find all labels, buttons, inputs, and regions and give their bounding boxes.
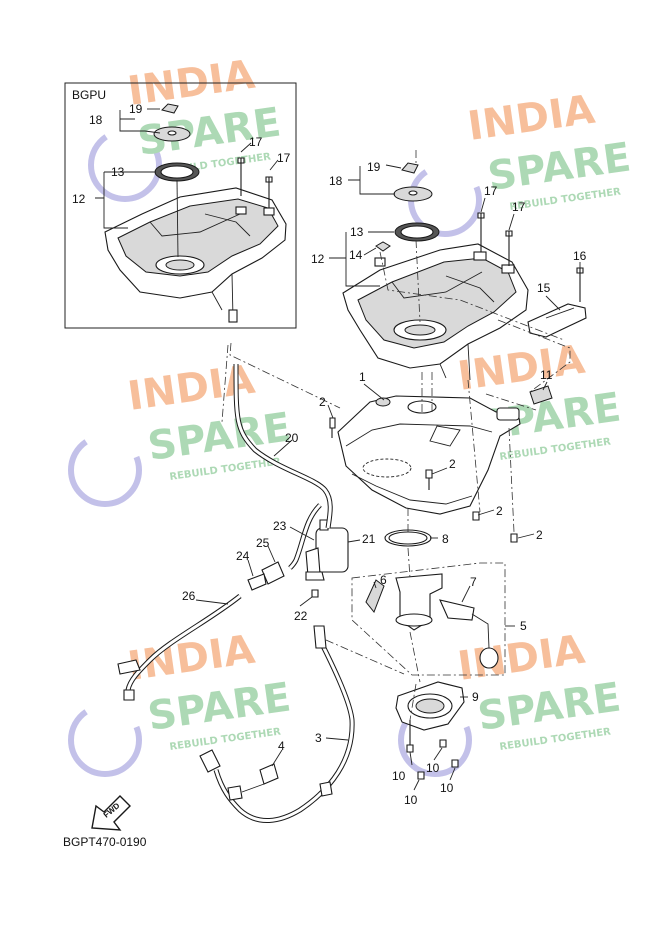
label-23: 23: [273, 519, 287, 533]
watermark-logo: INDIA SPARE REBUILD TOGETHER: [68, 627, 294, 777]
bolt-2b: [425, 469, 433, 490]
bolt-2a: [329, 417, 336, 438]
label-2c: 2: [496, 504, 503, 518]
bolt-16: [576, 267, 584, 302]
label-25: 25: [256, 536, 270, 550]
label-12: 12: [311, 252, 325, 266]
screw-10d: [451, 759, 459, 768]
inset-label-17a: 17: [249, 135, 263, 149]
diagram-reference-code: BGPT470-0190: [63, 835, 147, 849]
inset-label-18: 18: [89, 113, 103, 127]
inset-bolt-17a: [237, 157, 245, 196]
fuel-pump-assembly-5: [351, 562, 506, 676]
fwd-arrow-icon: FWD: [91, 795, 131, 831]
label-10b: 10: [426, 761, 440, 775]
canister-21: [305, 519, 349, 577]
fitting-24: [247, 573, 267, 591]
bolt-2d: [510, 533, 518, 543]
label-3: 3: [315, 731, 322, 745]
bolt-17a: [477, 212, 485, 252]
label-11: [529, 385, 553, 405]
label-6: 6: [380, 573, 387, 587]
bolt-17b: [505, 230, 513, 266]
label-10d: 10: [440, 781, 454, 795]
inset-variant-box: BGPU 19 18: [64, 82, 297, 329]
label-22: 22: [294, 609, 308, 623]
inset-tank-cover: [104, 187, 287, 323]
clamp-4: [259, 763, 279, 785]
inset-bolt-17b: [265, 176, 273, 208]
watermark-group: INDIA SPARE REBUILD TOGETHER INDIA SPARE…: [68, 52, 634, 777]
label-2b: 2: [449, 457, 456, 471]
bracket-22: [305, 571, 325, 581]
fuel-tank-1: [337, 395, 521, 515]
label-18: 18: [329, 174, 343, 188]
label-20: 20: [285, 431, 299, 445]
screw-10a: [406, 720, 414, 753]
label-9: 9: [472, 690, 479, 704]
lid-15: [527, 303, 587, 338]
label-26: 26: [182, 589, 196, 603]
label-24: 24: [236, 549, 250, 563]
label-21: 21: [362, 532, 376, 546]
label-8: 8: [442, 532, 449, 546]
label-17b: 17: [512, 200, 526, 214]
screw-10c: [417, 771, 425, 780]
label-7: 7: [470, 575, 477, 589]
fitting-25: [261, 561, 285, 585]
label-2d: 2: [536, 528, 543, 542]
screw-10b: [439, 739, 447, 748]
bolt-22: [311, 589, 319, 598]
label-1: 1: [359, 370, 366, 384]
label-2a: 2: [319, 395, 326, 409]
inset-label-13: 13: [111, 165, 125, 179]
label-19: 19: [367, 160, 381, 174]
inset-label-19: 19: [129, 102, 143, 116]
label-10c: 10: [404, 793, 418, 807]
part-14: [375, 241, 391, 252]
label-11: 11: [540, 368, 553, 382]
inset-title: BGPU: [72, 88, 106, 102]
label-15: 15: [537, 281, 551, 295]
inset-part-19: [161, 103, 179, 114]
label-5: 5: [520, 619, 527, 633]
label-16: 16: [573, 249, 587, 263]
label-10a: 10: [392, 769, 406, 783]
inset-label-17b: 17: [277, 151, 291, 165]
watermark-logo: INDIA SPARE REBUILD TOGETHER: [68, 357, 294, 507]
label-4: 4: [278, 739, 285, 753]
tank-cover-12: [342, 243, 529, 381]
inset-label-12: 12: [72, 192, 86, 206]
part-19: [401, 162, 419, 174]
label-14: 14: [349, 248, 363, 262]
bolt-2c: [472, 511, 480, 521]
label-17a: 17: [484, 184, 498, 198]
label-13: 13: [350, 225, 364, 239]
